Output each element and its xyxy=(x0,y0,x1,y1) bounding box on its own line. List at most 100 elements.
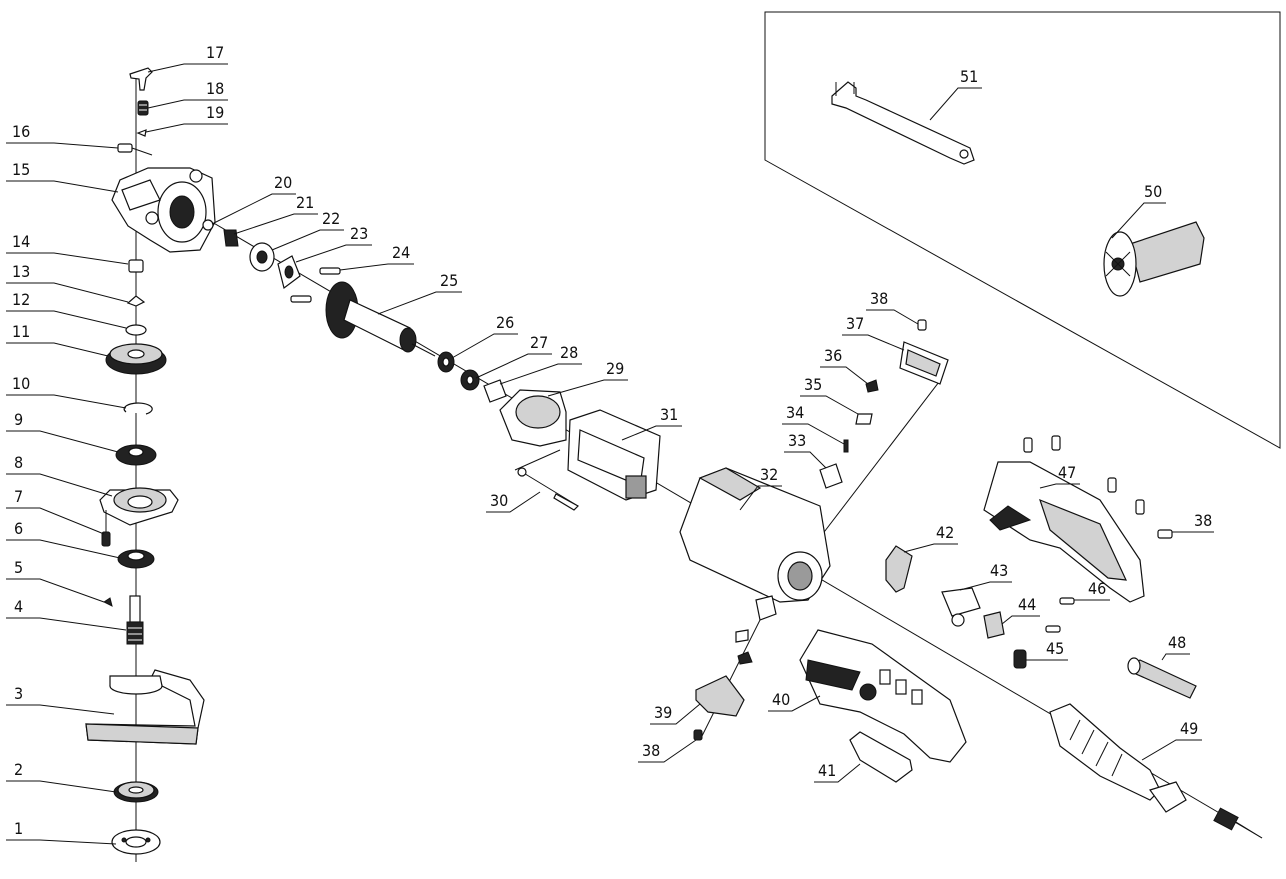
part-number-14: 14 xyxy=(12,232,30,251)
part-number-24: 24 xyxy=(392,243,410,262)
part-number-5: 5 xyxy=(14,558,23,577)
callout-3: 3 xyxy=(6,684,115,715)
rear-handle-47-part xyxy=(983,461,1145,603)
callout-34: 34 xyxy=(782,403,845,445)
part-number-9: 9 xyxy=(14,410,23,429)
part-42 xyxy=(885,545,913,593)
part-number-3: 3 xyxy=(14,684,23,703)
accessory-inset-box xyxy=(764,11,1281,449)
part-number-23: 23 xyxy=(350,224,368,243)
callout-18: 18 xyxy=(147,79,228,109)
part-number-20: 20 xyxy=(274,173,292,192)
brush-cover-37-part xyxy=(899,341,949,385)
part-number-48: 48 xyxy=(1168,633,1186,652)
callout-33: 33 xyxy=(784,431,827,469)
inner-flange-part xyxy=(113,781,159,803)
part-number-25: 25 xyxy=(440,271,458,290)
trigger-41-part xyxy=(849,731,913,783)
callout-11: 11 xyxy=(6,322,109,357)
callout-49: 49 xyxy=(1141,719,1202,761)
callout-1: 1 xyxy=(6,819,117,845)
circlip-part xyxy=(123,402,153,415)
callout-37: 37 xyxy=(842,314,905,351)
part-number-37: 37 xyxy=(846,314,864,333)
part-number-41: 41 xyxy=(818,761,836,780)
bearing-22-part xyxy=(249,242,275,272)
nut-20-part xyxy=(202,219,214,231)
lock-button-part xyxy=(129,67,153,91)
callout-13: 13 xyxy=(6,262,129,303)
callout-22: 22 xyxy=(271,209,344,251)
part-number-33: 33 xyxy=(788,431,806,450)
callout-31: 31 xyxy=(621,405,682,441)
part-number-1: 1 xyxy=(14,819,23,838)
washer-12-part xyxy=(125,324,147,336)
callout-23: 23 xyxy=(295,224,372,263)
screws-38-right-part xyxy=(1023,435,1173,539)
callout-39: 39 xyxy=(650,703,701,725)
callout-38-top: 38 xyxy=(866,289,919,325)
screws-46-part xyxy=(1045,597,1075,633)
spring-part xyxy=(137,100,149,116)
part-number-11: 11 xyxy=(12,322,30,341)
callout-46: 46 xyxy=(1074,579,1110,601)
part-number-16: 16 xyxy=(12,122,30,141)
part-number-49: 49 xyxy=(1180,719,1198,738)
brush-holder-33-part xyxy=(819,463,843,489)
part-number-15: 15 xyxy=(12,160,30,179)
callout-6: 6 xyxy=(6,519,121,559)
part-number-29: 29 xyxy=(606,359,624,378)
callout-8: 8 xyxy=(6,453,113,497)
bearing-cover-part xyxy=(99,487,179,526)
screw-38-top-part xyxy=(917,319,927,331)
callout-51: 51 xyxy=(929,67,982,121)
bearing-9-part xyxy=(115,444,157,466)
callout-30: 30 xyxy=(486,491,541,513)
part-number-50: 50 xyxy=(1144,182,1162,201)
armature-part xyxy=(325,281,436,357)
part-number-43: 43 xyxy=(990,561,1008,580)
part-number-22: 22 xyxy=(322,209,340,228)
part-number-18: 18 xyxy=(206,79,224,98)
part-number-51: 51 xyxy=(960,67,978,86)
part-44 xyxy=(983,611,1005,639)
callout-19: 19 xyxy=(145,103,228,133)
part-number-38-top: 38 xyxy=(870,289,888,308)
callout-45: 45 xyxy=(1026,639,1068,661)
strain-relief-45-part xyxy=(1013,649,1027,669)
callout-36: 36 xyxy=(820,346,869,385)
part-number-45: 45 xyxy=(1046,639,1064,658)
callout-47: 47 xyxy=(1039,463,1080,489)
outer-flange-nut-part xyxy=(111,829,161,855)
part-number-6: 6 xyxy=(14,519,23,538)
lock-washer-part xyxy=(126,295,146,307)
callout-38-bottom: 38 xyxy=(638,739,697,763)
part-number-44: 44 xyxy=(1018,595,1036,614)
brush-35-part xyxy=(855,413,873,425)
callout-21: 21 xyxy=(233,193,318,235)
callout-35: 35 xyxy=(800,375,859,415)
gear-housing-part xyxy=(111,167,216,253)
side-handle-50-part xyxy=(1103,221,1205,297)
callout-25: 25 xyxy=(377,271,462,315)
callout-5: 5 xyxy=(6,558,105,603)
callout-40: 40 xyxy=(768,690,821,712)
part-number-27: 27 xyxy=(530,333,548,352)
part-number-12: 12 xyxy=(12,290,30,309)
part-number-36: 36 xyxy=(824,346,842,365)
needle-bearing-part xyxy=(128,259,144,273)
part-number-40: 40 xyxy=(772,690,790,709)
screw-30-part xyxy=(517,467,579,511)
brush-spring-36-part xyxy=(865,379,879,393)
callout-26: 26 xyxy=(451,313,518,359)
screws-24-part xyxy=(290,267,341,303)
part-number-46: 46 xyxy=(1088,579,1106,598)
clip-part xyxy=(136,129,147,137)
callout-15: 15 xyxy=(6,160,119,193)
callout-44: 44 xyxy=(1001,595,1040,625)
callout-9: 9 xyxy=(6,410,119,453)
part-number-19: 19 xyxy=(206,103,224,122)
bearing-6-part xyxy=(117,549,155,569)
part-number-47: 47 xyxy=(1058,463,1076,482)
